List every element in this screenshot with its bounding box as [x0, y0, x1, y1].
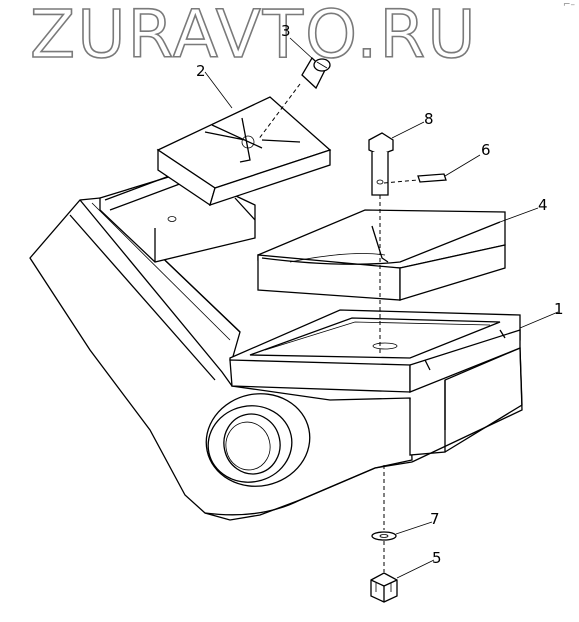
part-7-washer	[371, 465, 397, 572]
callout-8: 8	[424, 110, 434, 128]
part-1-plate	[229, 309, 521, 393]
callout-3: 3	[281, 22, 291, 40]
callout-6: 6	[481, 141, 491, 159]
part-2-top-plate	[156, 96, 332, 207]
corner-mark: ⌐–	[562, 0, 575, 10]
callout-1: 1	[554, 300, 564, 318]
callout-7: 7	[430, 510, 440, 528]
part-8-bolt	[368, 132, 394, 355]
leader-lines	[204, 37, 559, 579]
watermark-text: ZURAVTO.RU	[29, 0, 478, 73]
part-4-seat-block	[257, 209, 506, 301]
callout-4: 4	[538, 196, 548, 214]
part-5-castle-nut	[370, 572, 398, 603]
callout-2: 2	[196, 62, 206, 80]
part-3-screw	[257, 56, 331, 141]
arm-body	[29, 197, 523, 521]
arm-eye-bore	[205, 393, 311, 487]
callout-5: 5	[432, 549, 442, 567]
part-6-cotter-pin	[383, 173, 447, 184]
